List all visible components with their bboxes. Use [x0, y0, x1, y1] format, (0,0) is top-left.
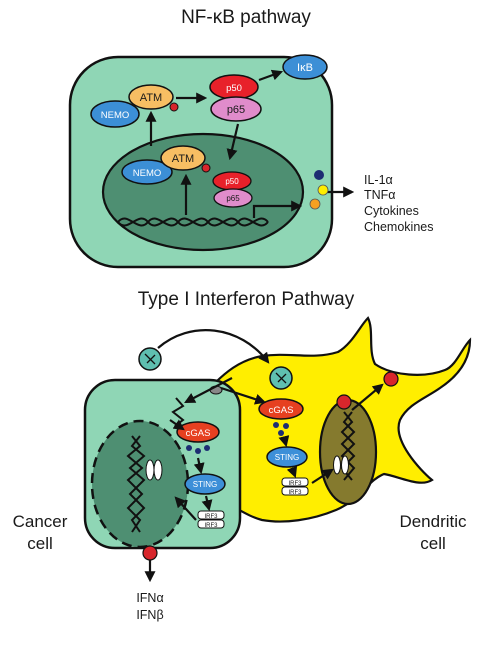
ifn-output-1: IFNα	[136, 591, 163, 605]
secreted-navy-dot	[314, 170, 324, 180]
p65-label: p65	[227, 104, 245, 116]
ifn-red-dot	[142, 545, 158, 561]
nemo-blob	[90, 100, 140, 128]
ikb-blob	[282, 54, 328, 80]
cancer-cgas-label: cGAS	[186, 428, 211, 439]
dna-transfer	[138, 329, 293, 390]
dc-cgamp-dot-icon	[278, 430, 284, 436]
p65-blob	[210, 96, 262, 122]
ifn-output-2: IFNβ	[136, 608, 163, 622]
dc-red-dot	[336, 394, 352, 410]
nfkb-title: NF-κB pathway	[181, 7, 311, 28]
cancer-cell-label-2: cell	[27, 534, 53, 553]
atm-label: ATM	[140, 92, 162, 104]
cancer-irf3-box-2	[197, 519, 225, 529]
cancer-cell-label-1: Cancer	[13, 512, 68, 531]
p50-label: p50	[226, 83, 242, 94]
dc-irf3-box-2	[281, 486, 309, 496]
dc-irf3-label: IRF3	[288, 481, 302, 487]
cancer-sting-blob	[184, 473, 226, 495]
nfkb-dna-helix	[117, 217, 269, 227]
dc-cgas-blob	[258, 398, 304, 420]
nucleus-phospho-dot-icon	[201, 163, 211, 173]
cancer-cgas-blob	[176, 421, 220, 443]
dc-cgamp-dot-icon	[283, 423, 289, 429]
cancer-irf3-nucleus	[145, 459, 163, 481]
dc-irf3-label-2: IRF3	[288, 490, 302, 496]
p50-p65-cytoplasm: p50 p65	[209, 74, 262, 122]
ikb-label: IκB	[297, 62, 313, 74]
secreted-yellow-dot	[317, 184, 329, 196]
nucleus-nemo-blob	[121, 159, 173, 185]
nemo-label: NEMO	[101, 110, 130, 121]
dendritic-cell-label-2: cell	[420, 534, 446, 553]
nfkb-nucleus	[101, 132, 305, 252]
cancer-sting-label: STING	[193, 480, 217, 489]
cgamp-dot-icon	[204, 445, 210, 451]
nfkb-output-1: IL-1α	[364, 173, 393, 187]
ifn-title: Type I Interferon Pathway	[138, 289, 355, 310]
nucleus-p50-label: p50	[225, 177, 239, 186]
dc-cgamp-dot-icon	[273, 422, 279, 428]
atm-blob	[128, 84, 174, 110]
nfkb-output-4: Chemokines	[364, 220, 433, 234]
nemo-atm-cytoplasm: NEMO ATM	[90, 84, 179, 128]
dc-sting-label: STING	[275, 453, 299, 462]
nfkb-output-3: Cytokines	[364, 204, 419, 218]
phospho-dot-icon	[169, 102, 179, 112]
cancer-irf3-label: IRF3	[204, 514, 218, 520]
cgamp-dot-icon	[186, 445, 192, 451]
nucleus-p65-label: p65	[226, 194, 240, 203]
dc-secreted-red-dot	[383, 371, 399, 387]
nfkb-output-2: TNFα	[364, 188, 396, 202]
dendritic-cell-label-1: Dendritic	[399, 512, 467, 531]
secreted-orange-dot	[309, 198, 321, 210]
cancer-dna	[126, 435, 146, 533]
cancer-irf3-label-2: IRF3	[204, 523, 218, 529]
nucleus-nemo-label: NEMO	[133, 168, 162, 179]
cgamp-dot-icon	[195, 448, 201, 454]
dc-cgas-label: cGAS	[269, 405, 294, 416]
nucleus-atm-blob	[160, 145, 206, 171]
nucleus-p65-blob	[213, 188, 253, 208]
dc-arrows	[184, 377, 384, 484]
nucleus-atm-label: ATM	[172, 153, 194, 165]
dc-irf3-nucleus	[333, 455, 349, 475]
